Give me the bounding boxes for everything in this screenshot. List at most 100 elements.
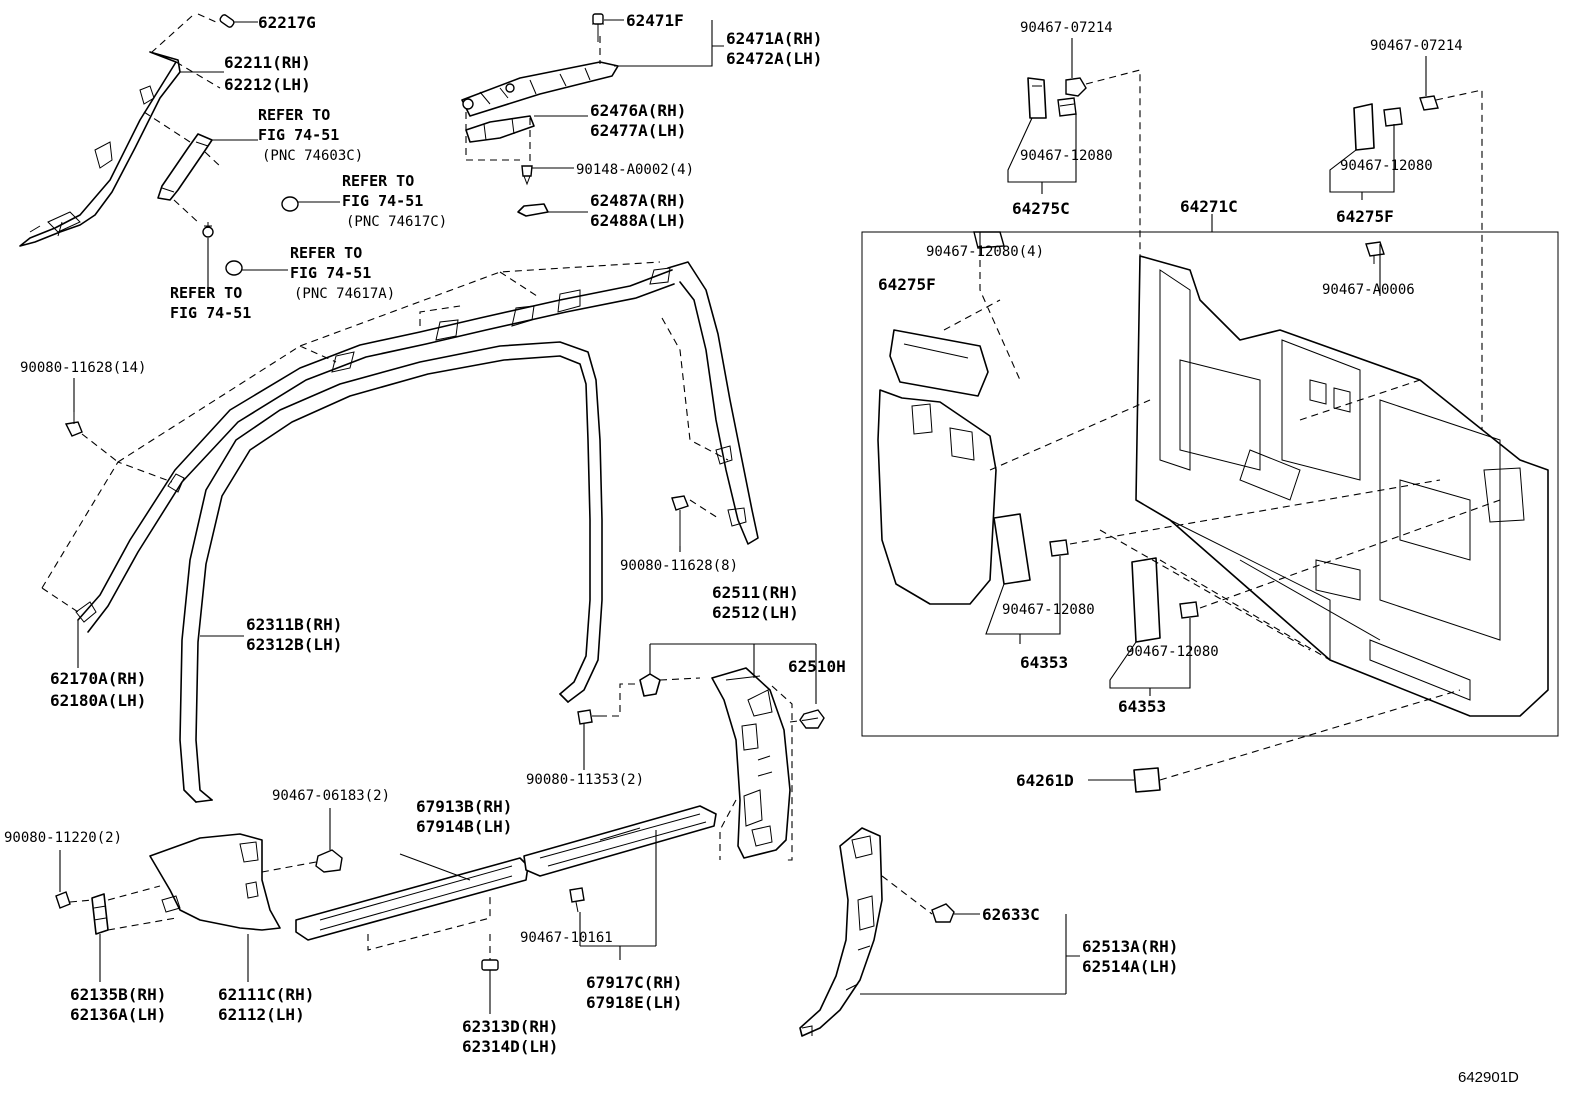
label-90080-11628-8: 90080-11628(8) — [620, 558, 738, 574]
label-62111C: 62111C(RH) — [218, 985, 314, 1004]
label-62514A: 62514A(LH) — [1082, 957, 1178, 976]
hole-plug-64261D — [1133, 767, 1161, 793]
label-90467-12080-a: 90467-12080 — [1020, 148, 1113, 164]
label-62513A: 62513A(RH) — [1082, 937, 1178, 956]
label-62311B: 62311B(RH) — [246, 615, 342, 634]
label-67918E: 67918E(LH) — [586, 993, 682, 1012]
center-pillar-garnish — [711, 667, 791, 859]
label-ref2-fig: FIG 74-51 — [342, 192, 423, 210]
label-ref3: REFER TO — [290, 244, 362, 262]
clip-62217G — [219, 14, 235, 28]
clip-90467-10161 — [569, 887, 585, 913]
bracket-64275C — [1027, 77, 1047, 119]
label-ref4-fig: FIG 74-51 — [170, 304, 251, 322]
label-64271C: 64271C — [1180, 197, 1238, 216]
clip-90467-12080-a — [1057, 97, 1077, 117]
nut-90467-07214-a — [1065, 77, 1087, 97]
label-ref2-pnc: (PNC 74617C) — [346, 214, 447, 230]
bracket-62511-upper — [639, 673, 661, 697]
screw-refer-74-51 — [202, 222, 214, 238]
clips-90467-12080-4 — [973, 231, 1005, 249]
front-door-scuff-plate — [295, 857, 529, 941]
label-ref4: REFER TO — [170, 284, 242, 302]
label-67913B: 67913B(RH) — [416, 797, 512, 816]
bracket-62476A — [465, 115, 535, 143]
screw-90148 — [521, 165, 533, 186]
label-90467-07214-b: 90467-07214 — [1370, 38, 1463, 54]
bracket-64275F-top — [1353, 103, 1375, 151]
label-62476A: 62476A(RH) — [590, 101, 686, 120]
nut-90467-07214-b — [1419, 95, 1439, 111]
label-67914B: 67914B(LH) — [416, 817, 512, 836]
label-62510H: 62510H — [788, 657, 846, 676]
assist-grip-bracket — [157, 133, 213, 201]
nut-90467-06183 — [315, 849, 343, 873]
bolt-90080-11628-14 — [64, 412, 83, 437]
label-62312B: 62312B(LH) — [246, 635, 342, 654]
roof-rail-garnish-62471A — [461, 13, 619, 117]
label-62472A: 62472A(LH) — [726, 49, 822, 68]
label-62212: 62212(LH) — [224, 75, 311, 94]
clip-90467-A0006 — [1365, 241, 1385, 264]
bolt-90080-11628-8 — [671, 495, 689, 546]
label-ref1-fig: FIG 74-51 — [258, 126, 339, 144]
curtain-shield-airbag — [75, 261, 759, 633]
label-64275F-top: 64275F — [1336, 207, 1394, 226]
label-64275F-box: 64275F — [878, 275, 936, 294]
label-62135B: 62135B(RH) — [70, 985, 166, 1004]
clip-90467-12080-b — [1383, 107, 1403, 127]
labels: 62217G 62211(RH) 62212(LH) REFER TO FIG … — [4, 11, 1519, 1086]
cover-64275F — [889, 329, 989, 397]
rear-pillar-lower-garnish — [799, 827, 883, 1037]
label-62170A: 62170A(RH) — [50, 669, 146, 688]
door-opening-trim-weatherstrip — [179, 341, 603, 803]
label-90467-12080-d: 90467-12080 — [1126, 644, 1219, 660]
label-62112: 62112(LH) — [218, 1005, 305, 1024]
label-67917C: 67917C(RH) — [586, 973, 682, 992]
label-62477A: 62477A(LH) — [590, 121, 686, 140]
label-64353-b: 64353 — [1118, 697, 1166, 716]
clip-90467-12080-c — [1049, 539, 1069, 557]
label-62488A: 62488A(LH) — [590, 211, 686, 230]
label-90148: 90148-A0002(4) — [576, 162, 694, 178]
rear-door-scuff-plate — [523, 805, 717, 877]
label-90467-A0006: 90467-A0006 — [1322, 282, 1415, 298]
label-ref2: REFER TO — [342, 172, 414, 190]
bracket-64353-a — [993, 513, 1031, 585]
label-ref3-pnc: (PNC 74617A) — [294, 286, 395, 302]
clip-90467-12080-d — [1179, 601, 1199, 619]
clip-62313D — [481, 959, 499, 971]
bracket-62135B — [91, 893, 109, 935]
label-90080-11353: 90080-11353(2) — [526, 772, 644, 788]
label-62217G: 62217G — [258, 13, 316, 32]
clip-62633C — [931, 903, 955, 923]
label-62211: 62211(RH) — [224, 53, 311, 72]
deck-trim-pocket — [877, 389, 997, 605]
label-64261D: 64261D — [1016, 771, 1074, 790]
label-62180A: 62180A(LH) — [50, 691, 146, 710]
label-90467-12080-c: 90467-12080 — [1002, 602, 1095, 618]
label-90467-07214-a: 90467-07214 — [1020, 20, 1113, 36]
clip-62510H — [799, 709, 825, 729]
label-90467-06183: 90467-06183(2) — [272, 788, 390, 804]
label-90467-10161: 90467-10161 — [520, 930, 613, 946]
label-64353-a: 64353 — [1020, 653, 1068, 672]
clip-62487A — [517, 203, 549, 217]
label-90467-12080-4: 90467-12080(4) — [926, 244, 1044, 260]
label-90080-11628-14: 90080-11628(14) — [20, 360, 146, 376]
label-64275C: 64275C — [1012, 199, 1070, 218]
button-74617A — [225, 260, 243, 276]
label-ref3-fig: FIG 74-51 — [290, 264, 371, 282]
bolt-90080-11353 — [577, 709, 600, 725]
label-ref1-pnc: (PNC 74603C) — [262, 148, 363, 164]
label-62136A: 62136A(LH) — [70, 1005, 166, 1024]
bolt-90080-11220 — [55, 891, 71, 909]
label-62314D: 62314D(LH) — [462, 1037, 558, 1056]
label-62471F: 62471F — [626, 11, 684, 30]
diagram-code: 642901D — [1458, 1069, 1519, 1086]
label-ref1: REFER TO — [258, 106, 330, 124]
label-62471A: 62471A(RH) — [726, 29, 822, 48]
label-90467-12080-b: 90467-12080 — [1340, 158, 1433, 174]
